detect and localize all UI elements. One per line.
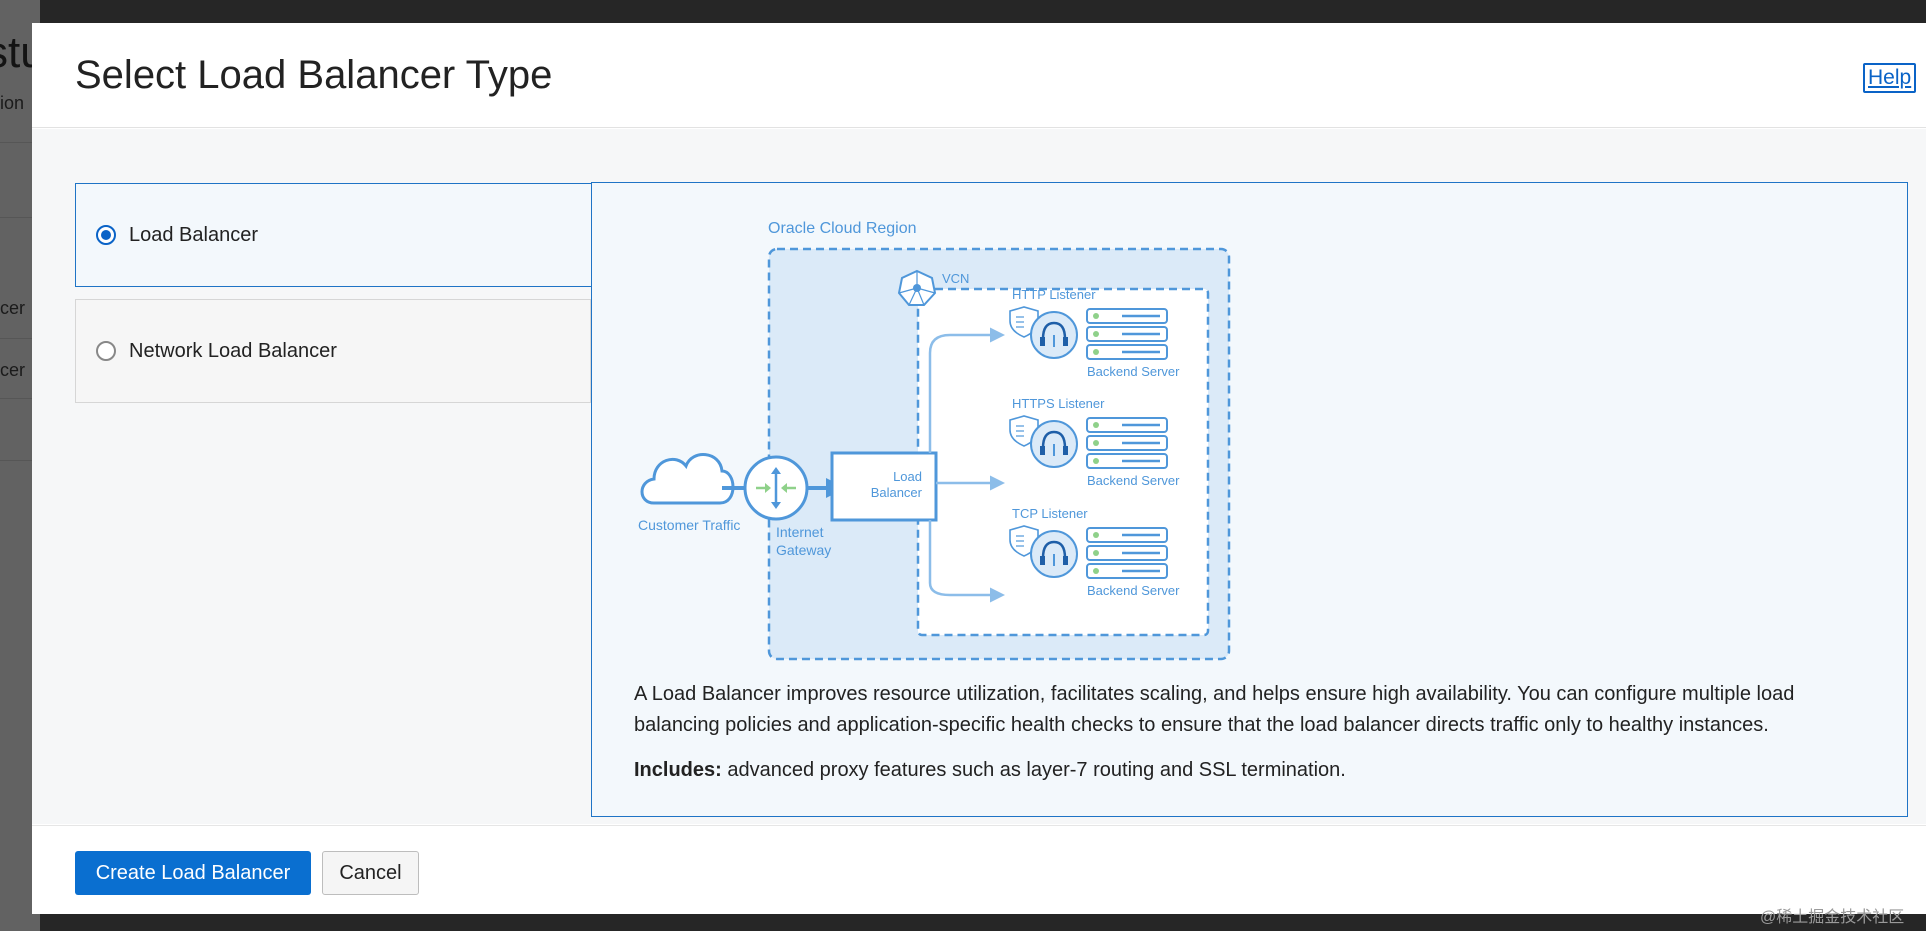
dialog-title: Select Load Balancer Type xyxy=(75,53,553,97)
listener-label: HTTPS Listener xyxy=(1012,396,1105,411)
watermark: @稀土掘金技术社区 xyxy=(1760,909,1905,926)
region-label: Oracle Cloud Region xyxy=(768,220,917,237)
backend-server-label: Backend Server xyxy=(1087,583,1180,598)
backend-server-icon xyxy=(1086,308,1168,360)
customer-traffic-label: Customer Traffic xyxy=(638,517,740,533)
listener-group-https: HTTPS Listener xyxy=(1009,396,1180,488)
backend-server-label: Backend Server xyxy=(1087,473,1180,488)
type-includes: Includes: advanced proxy features such a… xyxy=(634,755,1874,786)
create-load-balancer-button[interactable]: Create Load Balancer xyxy=(75,851,311,895)
radio-button-selected[interactable] xyxy=(96,225,116,245)
backend-server-icon xyxy=(1086,417,1168,469)
help-link[interactable]: Help xyxy=(1863,63,1917,93)
vcn-label: VCN xyxy=(942,271,969,286)
lb-to-tcp-arrow xyxy=(928,520,1005,603)
load-balancer-architecture-diagram: Oracle Cloud Region VCN Customer Traffic xyxy=(638,220,1231,661)
dialog-footer: Create Load Balancer Cancel xyxy=(32,825,1926,914)
radio-button[interactable] xyxy=(96,341,116,361)
backend-server-icon xyxy=(1086,527,1168,579)
load-balancer-box xyxy=(830,451,938,522)
type-option-load-balancer[interactable]: Load Balancer xyxy=(75,183,591,287)
select-load-balancer-type-dialog: Select Load Balancer Type Help Load Bala… xyxy=(32,23,1926,914)
type-option-label: Network Load Balancer xyxy=(129,340,337,362)
lb-label-line2: Balancer xyxy=(871,485,923,500)
cancel-button[interactable]: Cancel xyxy=(322,851,419,895)
type-option-label: Load Balancer xyxy=(129,224,258,246)
type-description: A Load Balancer improves resource utiliz… xyxy=(634,683,1795,736)
listener-group-tcp: TCP Listener xyxy=(1009,506,1180,598)
dialog-body: Load Balancer Network Load Balancer Orac… xyxy=(32,129,1926,824)
vcn-icon xyxy=(897,269,937,306)
lb-to-http-arrow xyxy=(928,327,1005,453)
cloud-icon xyxy=(640,453,735,505)
type-detail-panel: Oracle Cloud Region VCN Customer Traffic xyxy=(591,182,1908,817)
includes-text: advanced proxy features such as layer-7 … xyxy=(727,759,1346,781)
backend-server-label: Backend Server xyxy=(1087,364,1180,379)
gateway-label-line2: Gateway xyxy=(776,542,831,558)
type-option-network-load-balancer[interactable]: Network Load Balancer xyxy=(75,299,591,403)
listener-group-http: HTTP Listener xyxy=(1009,287,1180,379)
internet-gateway-icon xyxy=(743,455,809,521)
lb-label-line1: Load xyxy=(893,469,922,484)
dialog-header: Select Load Balancer Type Help xyxy=(32,23,1926,128)
gateway-label-line1: Internet xyxy=(776,524,824,540)
listener-label: TCP Listener xyxy=(1012,506,1088,521)
includes-label: Includes: xyxy=(634,759,722,781)
listener-label: HTTP Listener xyxy=(1012,287,1096,302)
